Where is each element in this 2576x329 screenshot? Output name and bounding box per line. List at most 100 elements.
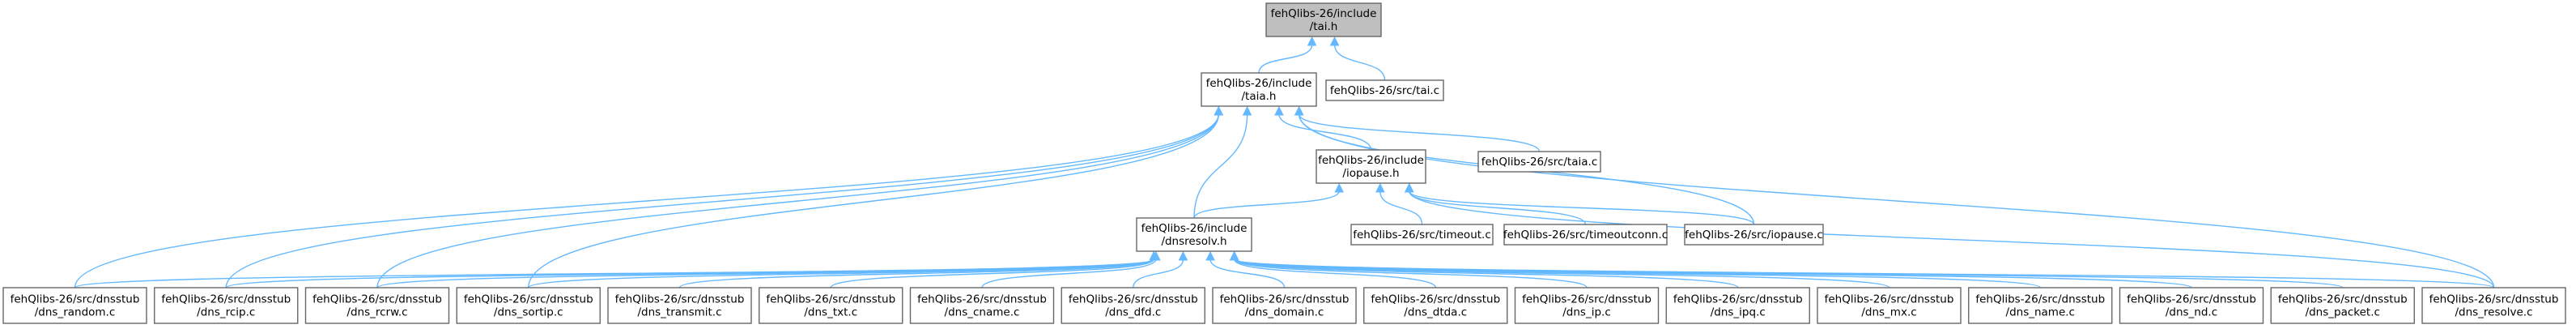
node-dns-dtda[interactable]: fehQlibs-26/src/dnsstub/dns_dtda.c: [1363, 287, 1508, 324]
arrowhead-dnsresolv_h-to-iopause_h: [1334, 182, 1344, 193]
node-dns-cname[interactable]: fehQlibs-26/src/dnsstub/dns_cname.c: [909, 287, 1055, 324]
node-label-line: fehQlibs-26/src/dnsstub: [766, 293, 895, 306]
node-label-line: fehQlibs-26/src/dnsstub: [1069, 293, 1198, 306]
node-label-line: fehQlibs-26/src/dnsstub: [1220, 293, 1350, 306]
node-dns-nd[interactable]: fehQlibs-26/src/dnsstub/dns_nd.c: [2119, 287, 2264, 324]
node-box[interactable]: [909, 287, 1055, 324]
edge-dns_rcrw-to-taia_h: [376, 113, 1219, 288]
node-dns-dfd[interactable]: fehQlibs-26/src/dnsstub/dns_dfd.c: [1061, 287, 1205, 324]
node-box[interactable]: [1514, 287, 1660, 324]
node-box[interactable]: [1201, 72, 1317, 107]
node-box[interactable]: [1316, 149, 1426, 184]
node-dns-domain[interactable]: fehQlibs-26/src/dnsstub/dns_domain.c: [1212, 287, 1357, 324]
node-box[interactable]: [759, 287, 903, 324]
node-dns-ipq[interactable]: fehQlibs-26/src/dnsstub/dns_ipq.c: [1665, 287, 1810, 324]
node-src-iopause-c[interactable]: fehQlibs-26/src/iopause.c: [1684, 224, 1824, 246]
node-box[interactable]: [456, 287, 601, 324]
edge-src_timeout_c-to-iopause_h: [1379, 190, 1423, 225]
node-iopause-h[interactable]: fehQlibs-26/include/iopause.h: [1316, 149, 1426, 184]
arrowhead-src_timeout_c-to-iopause_h: [1375, 182, 1385, 193]
node-box[interactable]: [1061, 287, 1205, 324]
node-box[interactable]: [1136, 217, 1252, 252]
node-box[interactable]: [304, 287, 450, 324]
node-box[interactable]: [2270, 287, 2415, 324]
edge-dnsresolv_h-to-iopause_h: [1193, 190, 1340, 219]
node-label-line: /dns_dtda.c: [1404, 306, 1467, 319]
node-src-tai-c[interactable]: fehQlibs-26/src/tai.c: [1325, 79, 1444, 101]
node-dnsresolv-h[interactable]: fehQlibs-26/include/dnsresolv.h: [1136, 217, 1252, 252]
node-dns-rcrw[interactable]: fehQlibs-26/src/dnsstub/dns_rcrw.c: [304, 287, 450, 324]
node-taia-h[interactable]: fehQlibs-26/include/taia.h: [1201, 72, 1317, 107]
arrowhead-dns_domain-to-dnsresolv_h: [1205, 250, 1215, 261]
node-box[interactable]: [1968, 287, 2113, 324]
arrowhead-dns_resolve-to-taia_h: [1294, 105, 1304, 116]
node-label-line: fehQlibs-26/src/tai.c: [1330, 84, 1439, 97]
edge-dns_rcrw-to-dnsresolv_h: [376, 258, 1154, 288]
node-box[interactable]: [154, 287, 299, 324]
node-box[interactable]: [1265, 2, 1382, 37]
arrowhead-src_tai_c-to-tai_h: [1329, 36, 1340, 46]
node-label-line: /dns_rcrw.c: [346, 306, 407, 319]
node-dns-name[interactable]: fehQlibs-26/src/dnsstub/dns_name.c: [1968, 287, 2113, 324]
node-label-line: /taia.h: [1242, 90, 1277, 103]
node-box[interactable]: [1684, 224, 1824, 246]
node-label-line: /dns_domain.c: [1245, 306, 1324, 319]
node-label-line: fehQlibs-26/include: [1141, 222, 1248, 235]
edge-dnsresolv_h-to-taia_h: [1193, 113, 1248, 219]
node-label-line: /dns_cname.c: [945, 306, 1020, 319]
node-label-line: fehQlibs-26/src/dnsstub: [917, 293, 1047, 306]
node-label-line: fehQlibs-26/src/dnsstub: [312, 293, 442, 306]
edge-dns_ip-to-dnsresolv_h: [1234, 258, 1588, 288]
edge-dns_name-to-dnsresolv_h: [1234, 258, 2041, 288]
node-box[interactable]: [1325, 79, 1444, 101]
node-box[interactable]: [2, 287, 147, 324]
node-label-line: /dns_random.c: [35, 306, 116, 319]
node-label-line: fehQlibs-26/src/taia.c: [1481, 156, 1598, 169]
nodes-layer: fehQlibs-26/include/tai.h fehQlibs-26/inc…: [2, 2, 2566, 324]
node-dns-rcip[interactable]: fehQlibs-26/src/dnsstub/dns_rcip.c: [154, 287, 299, 324]
node-box[interactable]: [1477, 151, 1601, 173]
node-label-line: /dns_dfd.c: [1105, 306, 1161, 319]
node-dns-ip[interactable]: fehQlibs-26/src/dnsstub/dns_ip.c: [1514, 287, 1660, 324]
node-src-timeout-c[interactable]: fehQlibs-26/src/timeout.c: [1350, 224, 1494, 246]
node-box[interactable]: [1350, 224, 1494, 246]
node-dns-packet[interactable]: fehQlibs-26/src/dnsstub/dns_packet.c: [2270, 287, 2415, 324]
edge-dns_resolve-to-taia_h: [1299, 113, 2495, 288]
arrowhead-dns_resolve-to-dnsresolv_h: [1229, 250, 1239, 261]
node-label-line: /iopause.h: [1342, 167, 1399, 180]
node-box[interactable]: [1665, 287, 1810, 324]
node-box[interactable]: [2119, 287, 2264, 324]
node-label-line: fehQlibs-26/src/timeout.c: [1353, 229, 1491, 241]
node-label-line: fehQlibs-26/src/dnsstub: [2278, 293, 2408, 306]
node-dns-transmit[interactable]: fehQlibs-26/src/dnsstub/dns_transmit.c: [607, 287, 752, 324]
edge-src_tai_c-to-tai_h: [1333, 44, 1386, 81]
node-label-line: /dns_sortip.c: [494, 306, 563, 319]
edge-src_iopause_c-to-iopause_h: [1409, 190, 1755, 225]
node-box[interactable]: [1212, 287, 1357, 324]
node-dns-resolve[interactable]: fehQlibs-26/src/dnsstub/dns_resolve.c: [2421, 287, 2566, 324]
node-src-timeoutconn-c[interactable]: fehQlibs-26/src/timeoutconn.c: [1503, 224, 1668, 246]
node-box[interactable]: [1817, 287, 1962, 324]
node-src-taia-c[interactable]: fehQlibs-26/src/taia.c: [1477, 151, 1601, 173]
edge-dns_dfd-to-dnsresolv_h: [1133, 258, 1184, 288]
node-label-line: /dns_resolve.c: [2455, 306, 2532, 319]
node-label-line: fehQlibs-26/src/dnsstub: [1825, 293, 1954, 306]
node-box[interactable]: [607, 287, 752, 324]
node-label-line: fehQlibs-26/src/dnsstub: [161, 293, 291, 306]
node-label-line: fehQlibs-26/src/dnsstub: [1371, 293, 1500, 306]
node-box[interactable]: [2421, 287, 2566, 324]
node-label-line: /dns_transmit.c: [637, 306, 721, 319]
node-label-line: /dns_name.c: [2006, 306, 2075, 319]
edge-dns_sortip-to-dnsresolv_h: [528, 258, 1154, 288]
node-label-line: /dns_ipq.c: [1711, 306, 1766, 319]
node-box[interactable]: [1503, 224, 1668, 246]
edge-dns_nd-to-dnsresolv_h: [1234, 258, 2192, 288]
node-dns-txt[interactable]: fehQlibs-26/src/dnsstub/dns_txt.c: [759, 287, 903, 324]
node-label-line: fehQlibs-26/src/timeoutconn.c: [1503, 229, 1668, 241]
edge-dns_resolve-to-iopause_h: [1409, 190, 2495, 288]
node-dns-random[interactable]: fehQlibs-26/src/dnsstub/dns_random.c: [2, 287, 147, 324]
node-box[interactable]: [1363, 287, 1508, 324]
node-tai-h[interactable]: fehQlibs-26/include/tai.h: [1265, 2, 1382, 37]
node-dns-mx[interactable]: fehQlibs-26/src/dnsstub/dns_mx.c: [1817, 287, 1962, 324]
node-dns-sortip[interactable]: fehQlibs-26/src/dnsstub/dns_sortip.c: [456, 287, 601, 324]
